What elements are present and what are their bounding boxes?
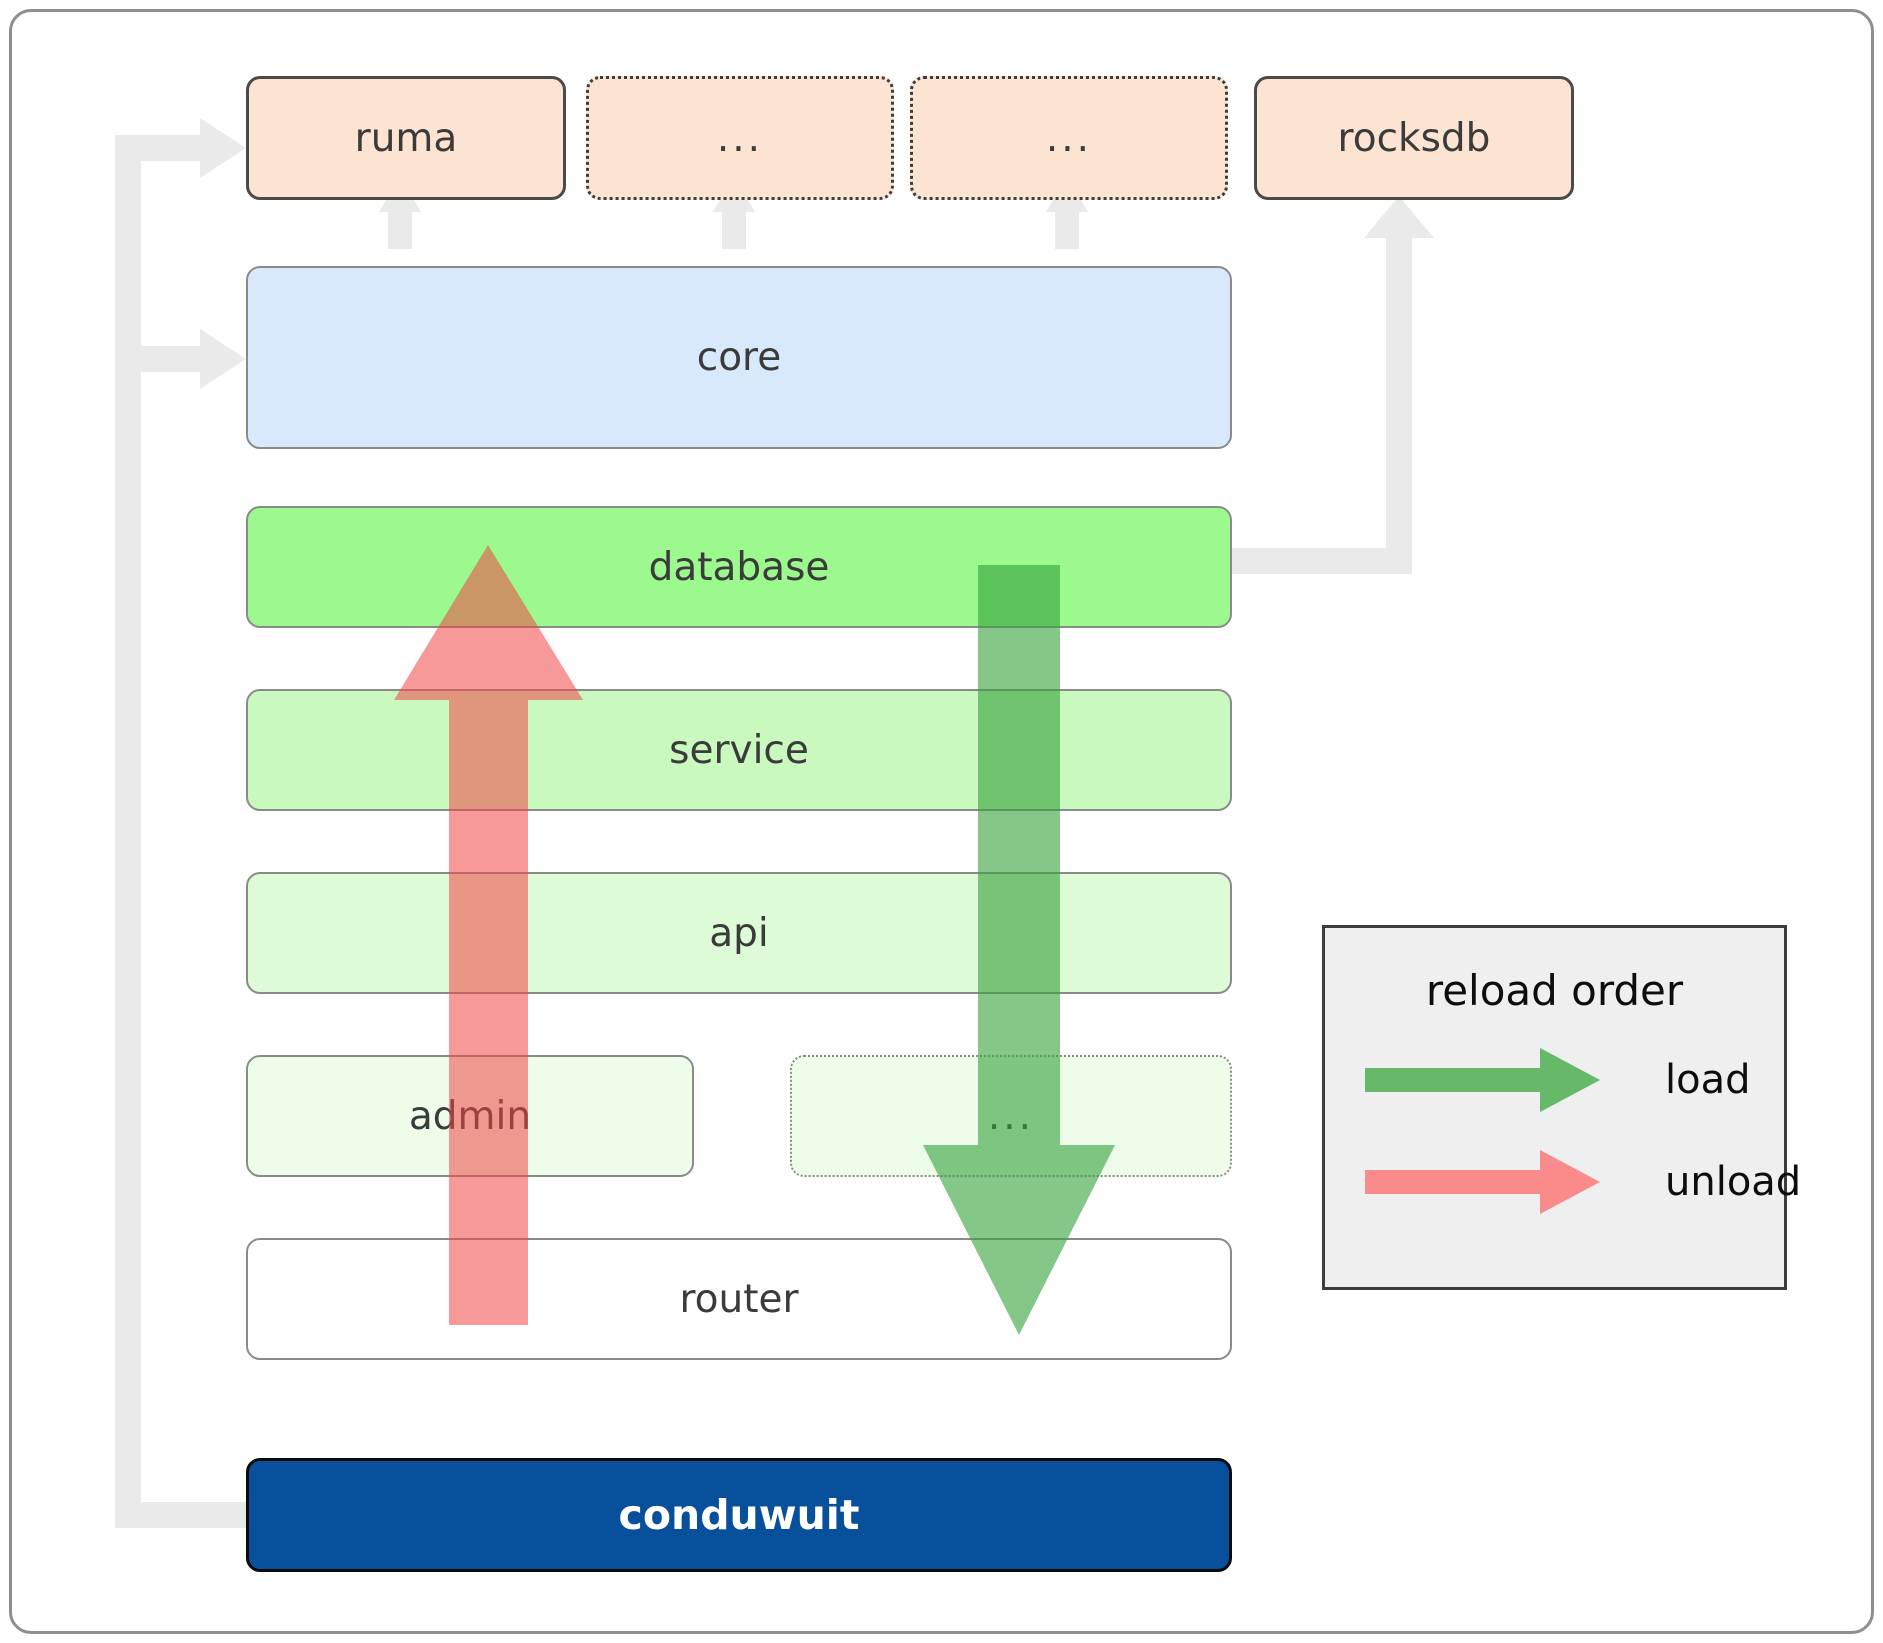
legend-panel: reload order load unload xyxy=(1322,925,1801,1290)
node-database[interactable]: database xyxy=(246,506,1232,628)
unload-flow-arrow xyxy=(394,545,583,1325)
database-to-rocksdb-link xyxy=(1232,196,1434,574)
legend-row-unload: unload xyxy=(1365,1150,1801,1214)
node-router[interactable]: router xyxy=(246,1238,1232,1360)
node-service[interactable]: service xyxy=(246,689,1232,811)
node-ruma[interactable]: ruma xyxy=(246,76,566,200)
legend-label-load: load xyxy=(1665,1057,1751,1103)
node-core[interactable]: core xyxy=(246,266,1232,449)
unload-legend-icon xyxy=(1365,1150,1600,1214)
load-flow-arrow xyxy=(923,565,1115,1335)
legend-row-load: load xyxy=(1365,1048,1751,1112)
node-ext-b[interactable]: ... xyxy=(910,76,1228,200)
legend-label-unload: unload xyxy=(1665,1159,1802,1205)
legend-title: reload order xyxy=(1425,966,1684,1015)
arrowhead-to-ruma xyxy=(200,118,246,178)
arrowhead-to-core xyxy=(200,329,246,389)
load-legend-icon xyxy=(1365,1048,1600,1112)
